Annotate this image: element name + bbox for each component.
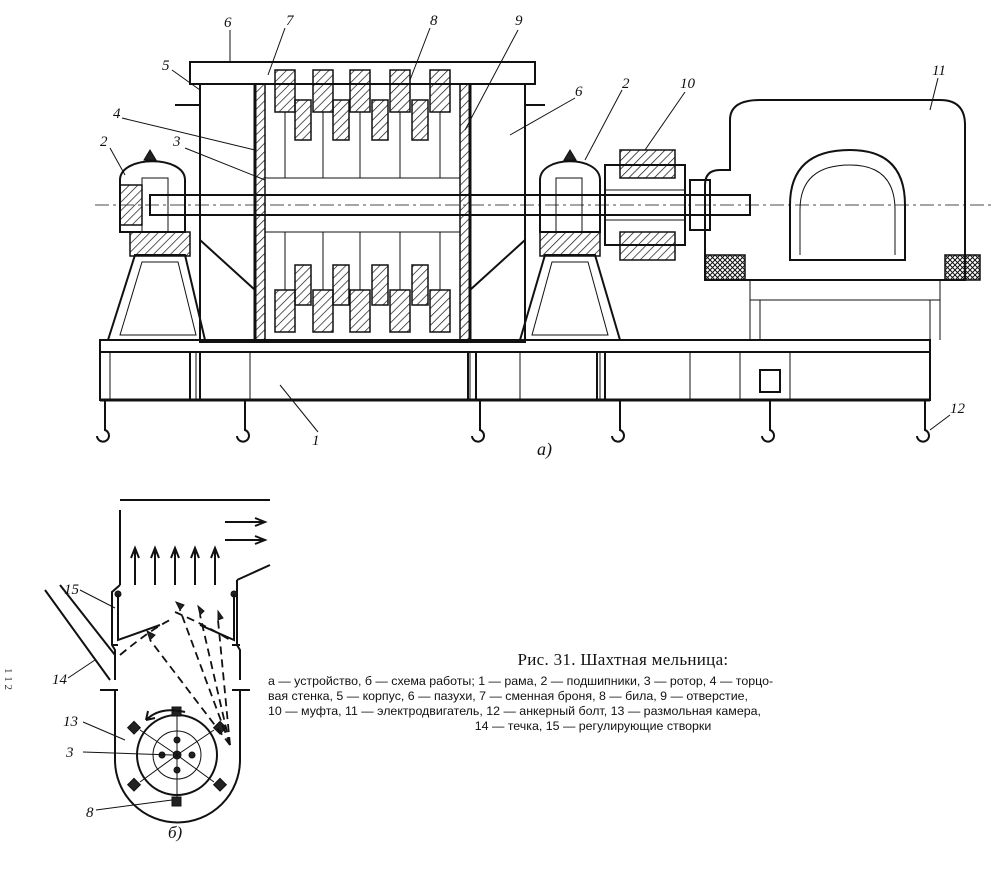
caption-line-1: а — устройство, б — схема работы; 1 — ра… — [268, 674, 774, 688]
subfig-a-label: а) — [537, 439, 552, 460]
particle-trajectories — [119, 609, 231, 746]
label-2-right: 2 — [622, 76, 630, 92]
label-3: 3 — [172, 134, 181, 150]
caption-line-4: 14 — течка, 15 — регулирующие створки — [474, 719, 712, 733]
label-4: 4 — [113, 106, 121, 122]
figure-caption: Рис. 31. Шахтная мельница: а — устройств… — [268, 650, 918, 734]
caption-title: Рис. 31. Шахтная мельница: — [517, 650, 729, 669]
label-7: 7 — [286, 13, 295, 29]
caption-body: а — устройство, б — схема работы; 1 — ра… — [268, 674, 918, 734]
caption-line-3: 10 — муфта, 11 — электродвигатель, 12 — … — [268, 704, 761, 718]
frame — [99, 339, 931, 402]
subfig-b-label: б) — [168, 823, 183, 842]
rotor — [264, 177, 461, 233]
part-labels-a: 6 7 8 9 5 4 3 2 6 2 10 11 12 1 а) — [100, 13, 966, 460]
leader-lines — [109, 27, 951, 433]
coupling — [604, 149, 686, 261]
anchor-bolts — [96, 400, 930, 443]
shaft — [149, 194, 751, 216]
caption-line-2: вая стенка, 5 — корпус, 6 — пазухи, 7 — … — [268, 689, 748, 703]
label-13: 13 — [63, 714, 78, 730]
label-11: 11 — [932, 63, 946, 79]
beaters — [274, 69, 451, 333]
electric-motor — [689, 99, 981, 340]
label-8: 8 — [430, 13, 438, 29]
label-10: 10 — [680, 76, 696, 92]
label-14: 14 — [52, 672, 68, 688]
label-6-left: 6 — [224, 15, 232, 31]
label-12: 12 — [950, 401, 966, 417]
upward-flow-arrows — [130, 545, 220, 585]
label-6-right: 6 — [575, 84, 583, 100]
label-1: 1 — [312, 433, 320, 449]
label-9: 9 — [515, 13, 523, 29]
device-drawing: 6 7 8 9 5 4 3 2 6 2 10 11 12 1 а) — [95, 13, 995, 460]
working-scheme: 15 14 13 3 8 б) — [44, 499, 271, 842]
margin-mark: 1 1 2 — [2, 668, 14, 690]
label-5: 5 — [162, 58, 170, 74]
label-8-b: 8 — [86, 805, 94, 821]
label-3-b: 3 — [65, 745, 74, 761]
right-pedestal — [518, 149, 622, 341]
label-2-left: 2 — [100, 134, 108, 150]
label-15: 15 — [64, 582, 80, 598]
rotor-beaters — [126, 706, 228, 807]
left-pedestal — [106, 149, 207, 341]
